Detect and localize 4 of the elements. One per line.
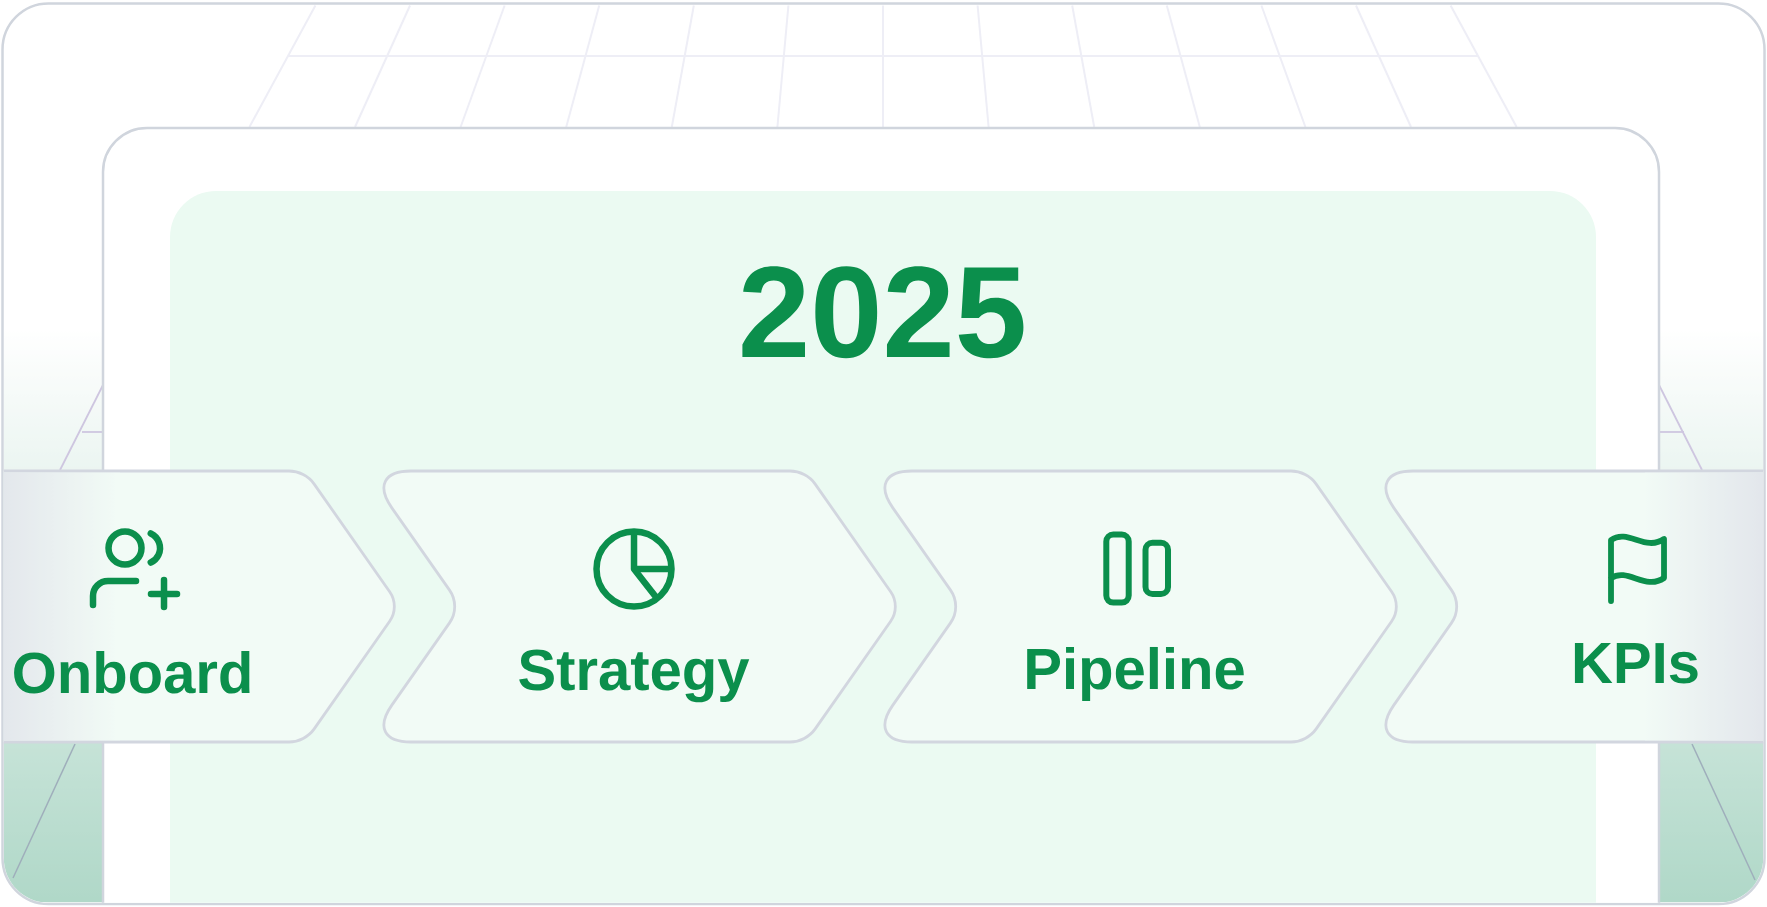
chevron-step: Strategy bbox=[382, 469, 897, 744]
chevron-step: Pipeline bbox=[883, 469, 1398, 744]
heading: 2025 bbox=[742, 266, 1024, 359]
chevron-step: KPIs bbox=[1384, 469, 1764, 744]
